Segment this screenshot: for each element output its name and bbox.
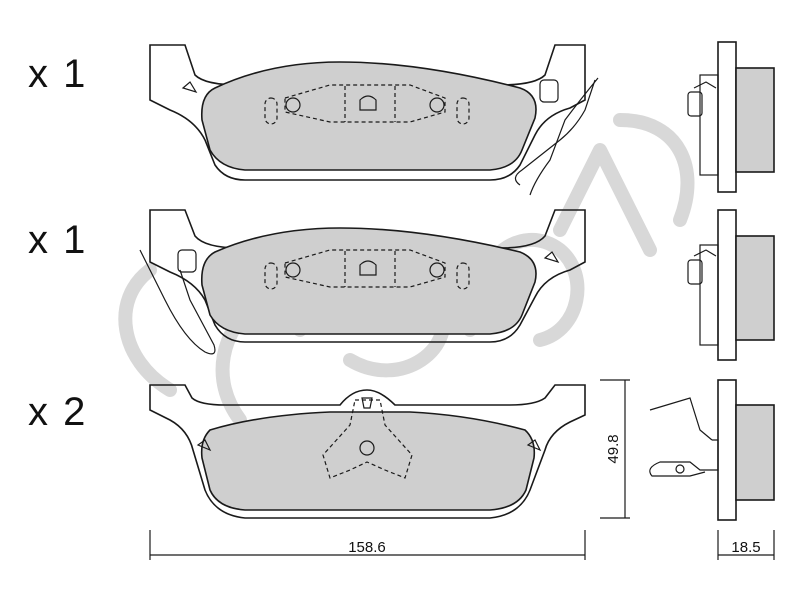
dimension-width-label: 158.6 [348, 539, 386, 556]
dimension-height-label: 49.8 [605, 434, 622, 463]
dimension-height: 49.8 [600, 379, 630, 519]
pad-front-view-3 [149, 384, 586, 519]
pad-side-view-2 [687, 209, 775, 361]
pad-side-view-3 [649, 379, 775, 521]
dimension-thickness: 18.5 [717, 530, 775, 560]
dimension-thickness-label: 18.5 [731, 539, 760, 556]
quantity-label-row-2: x 1 [28, 218, 88, 262]
pad-side-view-1 [687, 41, 775, 193]
pad-front-view-1 [149, 44, 599, 196]
quantity-label-row-1: x 1 [28, 52, 88, 96]
pad-front-view-2 [139, 209, 586, 355]
dimension-width: 158.6 [149, 530, 586, 560]
quantity-label-row-3: x 2 [28, 390, 88, 434]
